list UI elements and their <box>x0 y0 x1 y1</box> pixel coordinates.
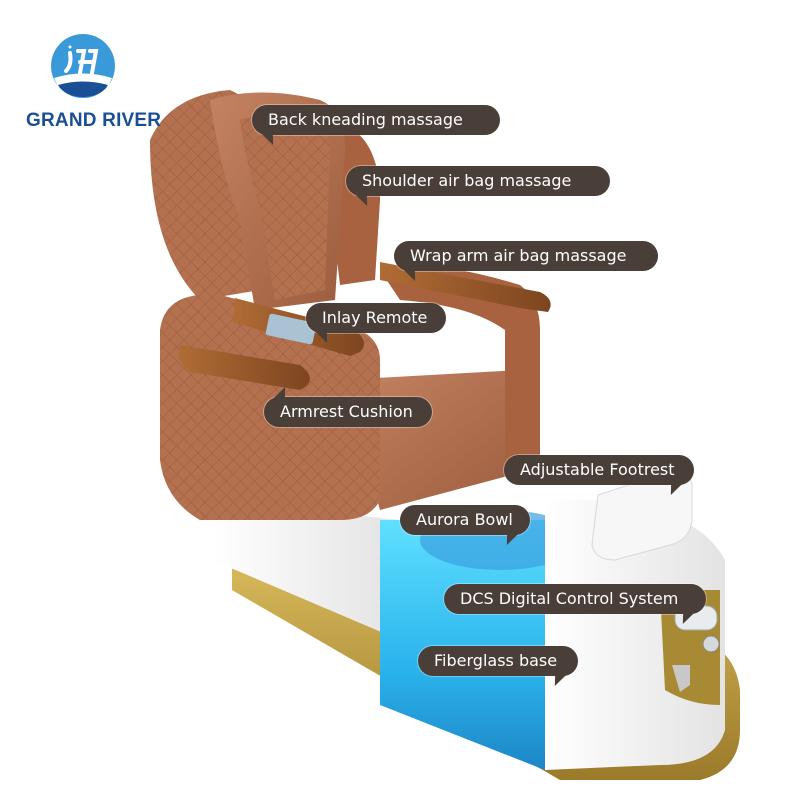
callout-fiberglass-base: Fiberglass base <box>418 646 578 686</box>
callout-back-kneading-massage: Back kneading massage <box>252 105 500 145</box>
callout-label: Armrest Cushion <box>280 402 413 421</box>
brand-name: GRAND RIVER <box>26 110 162 131</box>
callout-dcs-digital-control-system: DCS Digital Control System <box>444 584 706 624</box>
callout-label: Aurora Bowl <box>416 510 513 529</box>
callout-label: Wrap arm air bag massage <box>410 246 627 265</box>
callout-label: Adjustable Footrest <box>520 460 675 479</box>
callout-adjustable-footrest: Adjustable Footrest <box>504 455 694 495</box>
callout-label: Fiberglass base <box>434 651 558 670</box>
callout-label: Back kneading massage <box>268 110 463 129</box>
callout-shoulder-air-bag-massage: Shoulder air bag massage <box>346 166 610 206</box>
brand-logo: GRAND RIVER <box>20 30 161 140</box>
callout-label: DCS Digital Control System <box>460 589 679 608</box>
callout-inlay-remote: Inlay Remote <box>306 303 446 343</box>
callout-aurora-bowl: Aurora Bowl <box>400 505 530 545</box>
callout-armrest-cushion: Armrest Cushion <box>264 387 432 427</box>
callout-label: Inlay Remote <box>322 308 428 327</box>
callout-wrap-arm-air-bag-massage: Wrap arm air bag massage <box>394 241 658 281</box>
grand-river-wave-logo-icon <box>51 34 115 98</box>
callout-label: Shoulder air bag massage <box>362 171 572 190</box>
